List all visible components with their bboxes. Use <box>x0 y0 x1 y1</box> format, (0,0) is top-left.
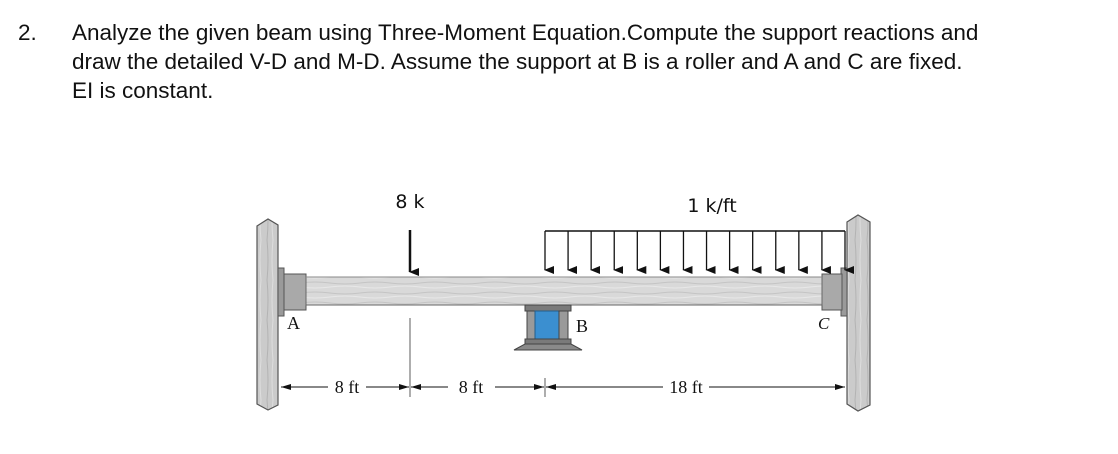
problem-text: Analyze the given beam using Three-Momen… <box>72 18 1112 105</box>
problem-number: 2. <box>18 20 37 45</box>
support-label-b: B <box>576 316 588 336</box>
distributed-load-label: 1 k/ft <box>687 195 736 217</box>
problem-line-2: draw the detailed V-D and M-D. Assume th… <box>72 49 963 74</box>
dimension-label-1: 8 ft <box>335 377 360 397</box>
distributed-load <box>544 230 854 274</box>
beam <box>305 276 823 306</box>
wall-left <box>256 218 307 411</box>
wall-right <box>821 214 871 412</box>
dimension-label-3: 18 ft <box>669 377 703 397</box>
roller-support-b <box>513 304 583 351</box>
dimension-label-2: 8 ft <box>459 377 484 397</box>
support-label-a: A <box>287 313 300 333</box>
problem-line-1: Analyze the given beam using Three-Momen… <box>72 20 979 45</box>
problem-line-3: EI is constant. <box>72 78 214 103</box>
support-label-c: C <box>818 314 830 333</box>
point-load-label: 8 k <box>395 191 424 213</box>
